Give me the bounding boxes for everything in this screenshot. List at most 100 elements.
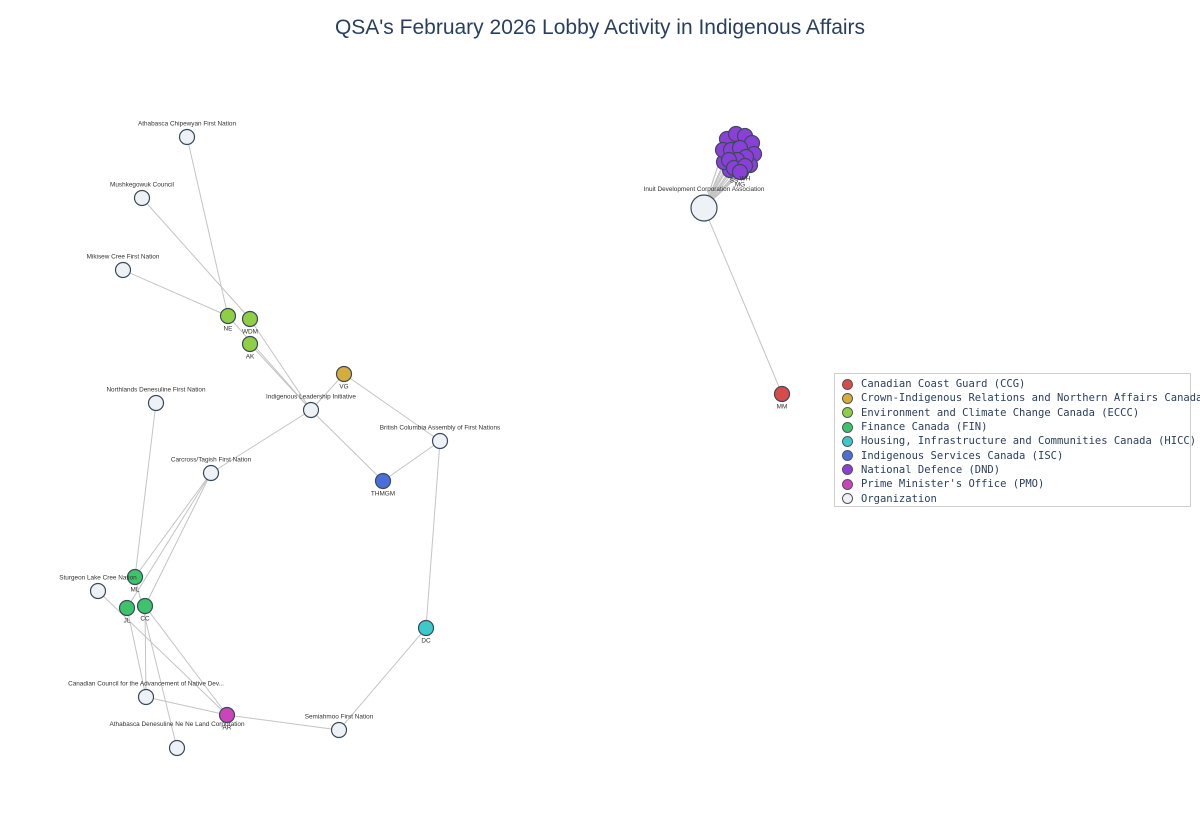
legend-item[interactable]: Prime Minister's Office (PMO) xyxy=(842,477,1190,491)
node-label-ar: AR xyxy=(223,725,232,732)
edge-CTFN-JL xyxy=(126,472,212,609)
legend-item[interactable]: Canadian Coast Guard (CCG) xyxy=(842,377,1190,391)
edge-JL-CCAND xyxy=(126,607,147,698)
legend-label: Crown-Indigenous Relations and Northern … xyxy=(861,392,1200,405)
node-label-dc: DC xyxy=(421,638,431,645)
edge-WDM-ILI xyxy=(249,318,312,411)
node-ccand[interactable] xyxy=(137,688,155,706)
edge-IDCA-MM xyxy=(703,207,783,395)
legend-swatch xyxy=(842,407,853,419)
edge-ACFN-NE xyxy=(186,136,229,317)
legend-label: Canadian Coast Guard (CCG) xyxy=(861,378,1026,391)
legend-swatch xyxy=(842,392,853,404)
legend-item[interactable]: Indigenous Services Canada (ISC) xyxy=(842,448,1190,462)
edge-CC-CCAND xyxy=(144,605,147,698)
node-label-wdm: WDM xyxy=(242,329,258,336)
node-label-ml: ML xyxy=(131,587,140,594)
node-label-d18: MG xyxy=(735,182,745,189)
legend-label: Prime Minister's Office (PMO) xyxy=(861,478,1045,491)
legend-swatch xyxy=(842,464,853,476)
legend-swatch xyxy=(842,478,853,490)
node-mc[interactable] xyxy=(133,189,151,207)
edge-AK-ILI xyxy=(249,343,312,411)
legend-item[interactable]: Organization xyxy=(842,491,1190,505)
node-d18[interactable] xyxy=(731,163,749,181)
node-cc[interactable] xyxy=(136,597,154,615)
edge-CCAND-AR xyxy=(145,696,228,716)
node-label-sfn: Semiahmoo First Nation xyxy=(305,714,374,721)
node-mm[interactable] xyxy=(773,385,791,403)
legend-label: National Defence (DND) xyxy=(861,463,1001,476)
legend-label: Indigenous Services Canada (ISC) xyxy=(861,449,1064,462)
node-label-bcafn: British Columbia Assembly of First Natio… xyxy=(380,425,500,432)
node-ndfn[interactable] xyxy=(147,394,165,412)
node-thmgm[interactable] xyxy=(374,472,392,490)
legend-label: Organization xyxy=(861,492,937,505)
legend-item[interactable]: National Defence (DND) xyxy=(842,463,1190,477)
node-label-d16: SS xyxy=(730,178,739,185)
edge-AR-SFN xyxy=(226,714,340,731)
edge-ILI-CTFN xyxy=(210,409,312,474)
node-ml[interactable] xyxy=(126,568,144,586)
legend-item[interactable]: Finance Canada (FIN) xyxy=(842,420,1190,434)
edge-BCAFN-THMGM xyxy=(382,440,441,482)
node-label-thmgm: THMGM xyxy=(371,491,395,498)
edge-BCAFN-DC xyxy=(425,440,441,629)
node-ar[interactable] xyxy=(218,706,236,724)
node-label-slcn: Sturgeon Lake Cree Nation xyxy=(59,575,137,582)
legend-swatch xyxy=(842,421,853,433)
node-label-jl: JL xyxy=(124,618,131,625)
node-label-ne: NE xyxy=(224,326,233,333)
node-label-ak: AK xyxy=(246,354,255,361)
node-label-idca: Inuit Development Corporation Associatio… xyxy=(644,186,765,193)
edge-MC-WDM xyxy=(141,197,251,320)
node-label-ndfn: Northlands Denesuline First Nation xyxy=(106,387,206,394)
node-mcfn[interactable] xyxy=(114,261,132,279)
legend-swatch xyxy=(842,493,853,505)
node-ne[interactable] xyxy=(219,307,237,325)
legend-label: Housing, Infrastructure and Communities … xyxy=(861,435,1197,448)
node-label-cc: CC xyxy=(140,616,150,623)
edge-MCFN-NE xyxy=(122,269,229,317)
edge-CC-AR xyxy=(144,605,228,716)
node-idca[interactable] xyxy=(690,194,718,222)
node-ili[interactable] xyxy=(302,401,320,419)
node-sfn[interactable] xyxy=(330,721,348,739)
legend-label: Finance Canada (FIN) xyxy=(861,421,988,434)
node-bcafn[interactable] xyxy=(431,432,449,450)
edge-VG-ILI xyxy=(310,373,345,411)
node-label-vg: VG xyxy=(339,384,348,391)
edge-ILI-THMGM xyxy=(310,409,384,482)
edge-NDFN-ML xyxy=(134,402,157,578)
node-jl[interactable] xyxy=(118,599,136,617)
node-dc[interactable] xyxy=(417,619,435,637)
legend-label: Environment and Climate Change Canada (E… xyxy=(861,406,1140,419)
node-label-acfn: Athabasca Chipewyan First Nation xyxy=(138,121,236,128)
legend-swatch xyxy=(842,450,853,462)
edge-CTFN-CC xyxy=(144,472,212,607)
edge-SFN-DC xyxy=(338,627,427,731)
legend[interactable]: Canadian Coast Guard (CCG)Crown-Indigeno… xyxy=(834,373,1200,507)
node-adnnlc[interactable] xyxy=(168,739,186,757)
node-label-ccand: Canadian Council for the Advancement of … xyxy=(68,681,224,688)
node-label-mcfn: Mikisew Cree First Nation xyxy=(87,254,160,261)
node-label-ctfn: Carcross/Tagish First Nation xyxy=(171,457,252,464)
node-label-adnnlc: Athabasca Denesuline Ne Ne Land Corporat… xyxy=(110,721,245,728)
legend-item[interactable]: Crown-Indigenous Relations and Northern … xyxy=(842,391,1200,405)
node-label-mm: MM xyxy=(777,404,788,411)
legend-item[interactable]: Housing, Infrastructure and Communities … xyxy=(842,434,1196,448)
edge-CTFN-ML xyxy=(134,472,212,578)
node-ak[interactable] xyxy=(241,335,259,353)
edge-VG-BCAFN xyxy=(343,373,441,442)
legend-item[interactable]: Environment and Climate Change Canada (E… xyxy=(842,406,1190,420)
node-acfn[interactable] xyxy=(178,128,196,146)
label-layer: Athabasca Chipewyan First NationMushkego… xyxy=(59,121,787,732)
node-label-d17: WH xyxy=(740,176,751,183)
chart-title: QSA's February 2026 Lobby Activity in In… xyxy=(334,16,866,39)
node-ctfn[interactable] xyxy=(202,464,220,482)
node-slcn[interactable] xyxy=(89,582,107,600)
node-vg[interactable] xyxy=(335,365,353,383)
legend-swatch xyxy=(842,378,853,390)
node-wdm[interactable] xyxy=(241,310,259,328)
